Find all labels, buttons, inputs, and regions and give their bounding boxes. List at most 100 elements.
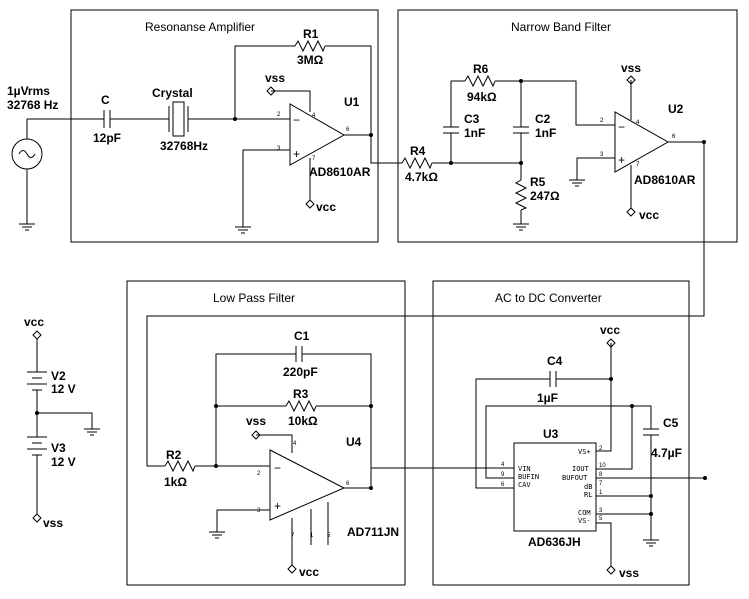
c2-name: C2 <box>535 112 551 126</box>
resistor-r1 <box>294 39 326 53</box>
wire <box>310 502 329 545</box>
wire <box>370 467 514 488</box>
ac-to-dc-converter-title: AC to DC Converter <box>495 291 602 305</box>
v2-name: V2 <box>51 369 66 383</box>
junction <box>649 494 653 498</box>
capacitor-c <box>103 110 111 128</box>
ic-u3 <box>513 442 597 532</box>
wire <box>26 118 104 139</box>
c5-value: 4.7µF <box>651 446 682 460</box>
u4-pin7: 7 <box>291 533 295 539</box>
u4-minus: − <box>274 461 281 475</box>
opamp-u1 <box>289 103 346 166</box>
output-junction <box>703 476 707 480</box>
u4-pin3: 3 <box>257 508 261 514</box>
u4-pin2: 2 <box>257 471 261 477</box>
battery-v2-icon <box>27 371 47 391</box>
u4-pin5: 5 <box>327 533 331 539</box>
u2-vss-label: vss <box>621 61 641 75</box>
c3-name: C3 <box>464 112 480 126</box>
r2-name: R2 <box>166 448 182 462</box>
u3-vss-label: vss <box>619 566 639 580</box>
wire <box>325 45 372 135</box>
wire <box>495 80 615 126</box>
u1-pin7: 7 <box>312 156 316 162</box>
u2-part: AD8610AR <box>634 173 696 187</box>
u3-pin-bufin: BUFIN <box>518 473 539 481</box>
vcc-rail-icon <box>606 338 616 348</box>
u2-pin7: 7 <box>636 162 640 168</box>
r4-value: 4.7kΩ <box>405 170 438 184</box>
c1-name: C1 <box>294 329 310 343</box>
ac-to-dc-converter-box <box>432 280 690 586</box>
u3-pin9-num: 9 <box>501 472 505 478</box>
c-value: 12pF <box>93 131 121 145</box>
r5-value: 247Ω <box>530 189 560 203</box>
u2-minus: − <box>618 120 625 134</box>
u1-name: U1 <box>344 95 360 109</box>
u2-plus: + <box>618 153 625 167</box>
resistor-r5 <box>514 179 528 211</box>
ground-icon <box>19 223 35 231</box>
junction <box>35 411 39 415</box>
junction <box>214 404 218 408</box>
u3-pin-iout: IOUT <box>572 465 590 473</box>
wire <box>596 522 612 566</box>
ground-icon <box>209 531 225 539</box>
vcc-rail-icon <box>305 199 315 209</box>
vss-rail-icon <box>606 565 616 575</box>
r1-name: R1 <box>303 27 319 41</box>
u4-part: AD711JN <box>347 525 399 539</box>
u4-vcc-label: vcc <box>299 565 319 579</box>
u3-pin4-num: 4 <box>501 462 505 468</box>
v2-value: 12 V <box>51 382 76 396</box>
ground-icon <box>235 226 251 234</box>
u2-name: U2 <box>668 102 684 116</box>
u3-pin-bufout: BUFOUT <box>562 474 588 482</box>
wire <box>146 142 705 467</box>
wire <box>216 509 270 532</box>
wire <box>215 353 296 466</box>
wire <box>485 405 633 479</box>
u3-pin8-num: 8 <box>599 472 603 478</box>
u1-pin2: 2 <box>277 112 281 118</box>
v3-name: V3 <box>51 441 66 455</box>
low-pass-filter-box <box>126 280 406 586</box>
wire <box>370 135 402 164</box>
u3-pin-com: COM <box>578 509 591 517</box>
crystal-name: Crystal <box>152 86 193 100</box>
resistor-r4 <box>401 156 433 170</box>
u1-vcc-label: vcc <box>316 200 336 214</box>
resistor-r6 <box>464 74 496 88</box>
resonance-amplifier-title: Resonanse Amplifier <box>145 20 255 34</box>
wire <box>302 353 372 488</box>
ground-icon <box>513 223 529 231</box>
wire <box>242 149 290 227</box>
u4-pin4: 4 <box>293 441 297 447</box>
supply-vss-label: vss <box>43 516 63 530</box>
u3-pin-vsplus: VS+ <box>578 448 591 456</box>
source-amplitude: 1µVrms <box>7 84 50 98</box>
r5-name: R5 <box>530 175 546 189</box>
ac-source-icon <box>11 138 43 170</box>
u1-pin6: 6 <box>346 127 350 133</box>
narrow-band-filter-title: Narrow Band Filter <box>511 20 611 34</box>
r2-value: 1kΩ <box>164 475 187 489</box>
r6-name: R6 <box>473 62 489 76</box>
vss-rail-icon <box>32 513 42 523</box>
c4-value: 1µF <box>537 391 558 405</box>
supply-vcc-label: vcc <box>24 315 44 329</box>
capacitor-c2 <box>513 126 529 134</box>
u3-pin3-num: 3 <box>599 508 603 514</box>
vcc-rail-icon <box>32 330 42 340</box>
c-name: C <box>101 93 110 107</box>
u3-name: U3 <box>543 427 559 441</box>
resistor-r2 <box>164 459 196 473</box>
source-frequency: 32768 Hz <box>7 98 58 112</box>
battery-v3-icon <box>27 436 47 456</box>
v3-value: 12 V <box>51 455 76 469</box>
resonance-amplifier-box <box>70 9 379 243</box>
ground-icon <box>569 179 585 187</box>
wire <box>37 412 93 429</box>
